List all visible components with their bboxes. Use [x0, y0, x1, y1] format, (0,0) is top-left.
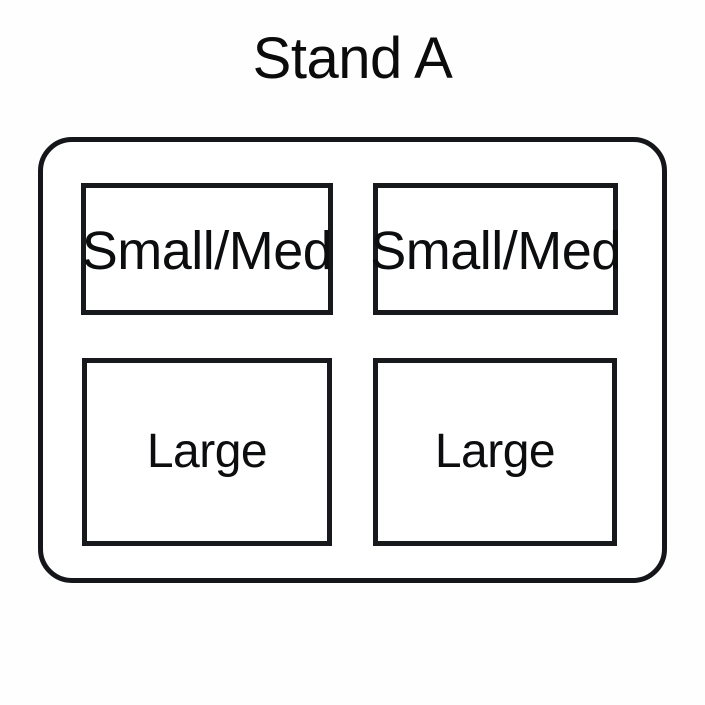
page-title: Stand A: [252, 26, 453, 91]
stand-outline: Small/Med Small/Med Large Large: [38, 137, 667, 583]
slot-top-left-label: Small/Med: [81, 221, 333, 281]
slot-bottom-right[interactable]: Large: [373, 358, 617, 546]
slot-top-right[interactable]: Small/Med: [370, 183, 621, 315]
slot-bottom-left-label: Large: [146, 425, 268, 478]
slot-top-left[interactable]: Small/Med: [81, 183, 333, 315]
slot-top-right-label: Small/Med: [370, 221, 621, 281]
slot-bottom-left[interactable]: Large: [82, 358, 332, 546]
slot-bottom-right-label: Large: [434, 425, 556, 478]
